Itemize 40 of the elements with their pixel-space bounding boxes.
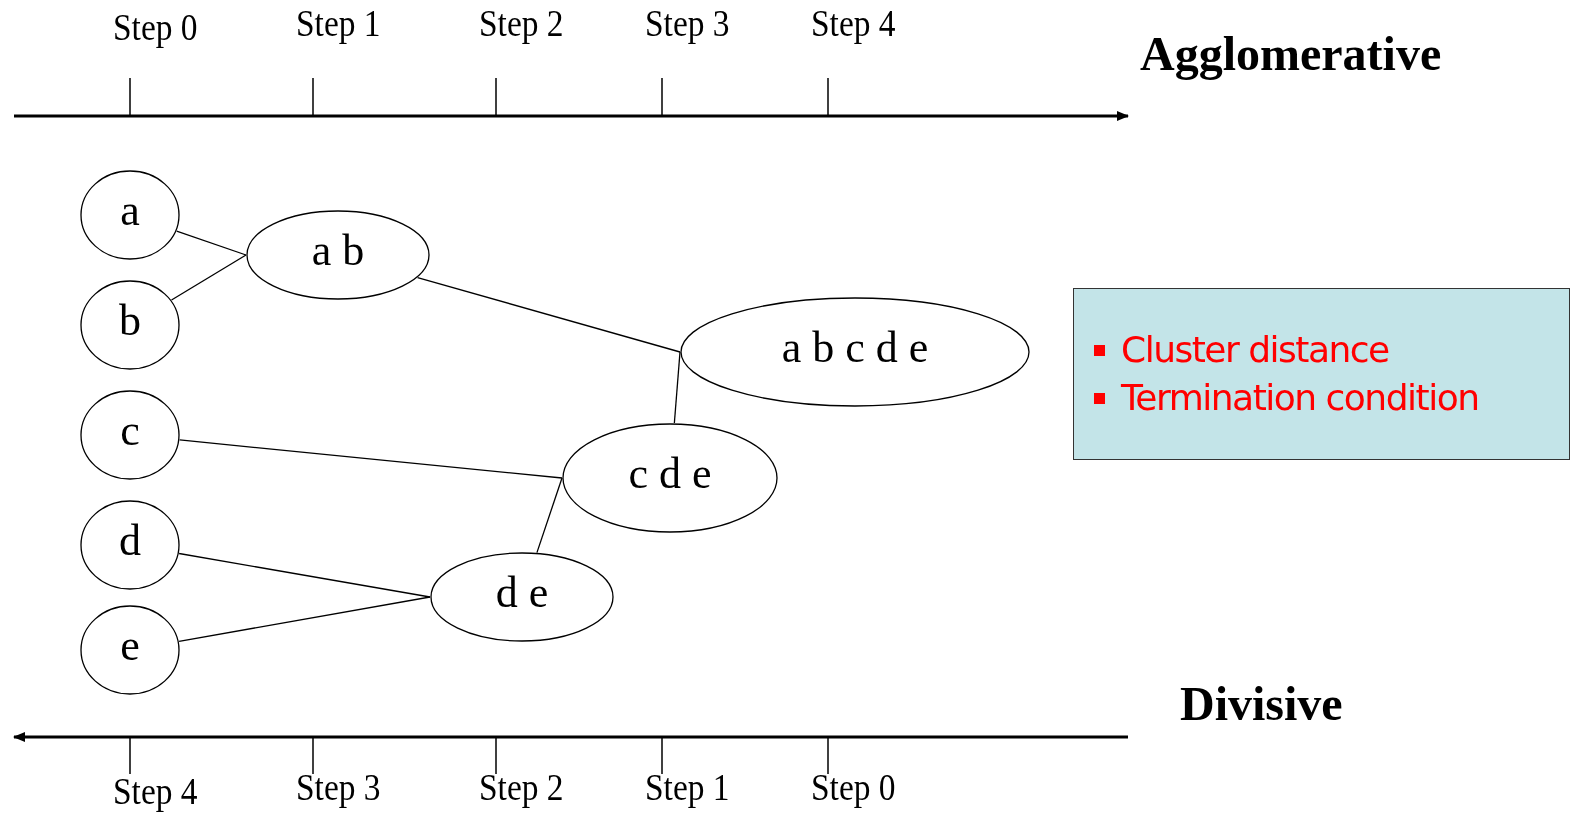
cluster-label: e [120,624,140,668]
cluster-label: d e [495,571,549,615]
cluster-label: a b c d e [781,326,929,370]
direction-label: Agglomerative [1140,30,1442,78]
note-text: Cluster distance [1121,332,1389,368]
connector-line [170,254,247,301]
step-label: Step 4 [113,772,198,810]
cluster-ellipse [246,210,430,300]
cluster-ellipse [80,500,180,590]
note-box [1073,288,1570,460]
cluster-label: b [119,299,141,343]
cluster-label: c d e [628,452,712,496]
connector-line [178,596,431,642]
cluster-ellipse [80,390,180,480]
cluster-ellipse [430,552,614,642]
connector-line [176,230,247,256]
step-label: Step 2 [479,768,564,806]
step-label: Step 3 [645,4,730,42]
cluster-ellipse [80,170,180,260]
cluster-label: d [119,519,141,563]
cluster-label: a [120,189,140,233]
connector-line [178,552,431,598]
cluster-label: a b [311,229,365,273]
step-label: Step 3 [296,768,381,806]
note-text: Termination condition [1121,380,1479,416]
step-label: Step 4 [811,4,896,42]
connector-line [179,439,563,479]
step-label: Step 1 [645,768,730,806]
step-label: Step 2 [479,4,564,42]
step-label: Step 1 [296,4,381,42]
step-label: Step 0 [811,768,896,806]
cluster-ellipse [80,605,180,695]
cluster-label: c [120,409,140,453]
connector-line [536,477,563,554]
direction-label: Divisive [1180,680,1343,728]
connector-line [416,276,681,353]
cluster-ellipse [80,280,180,370]
cluster-ellipse [562,423,778,533]
cluster-ellipse [680,297,1030,407]
step-label: Step 0 [113,8,198,46]
